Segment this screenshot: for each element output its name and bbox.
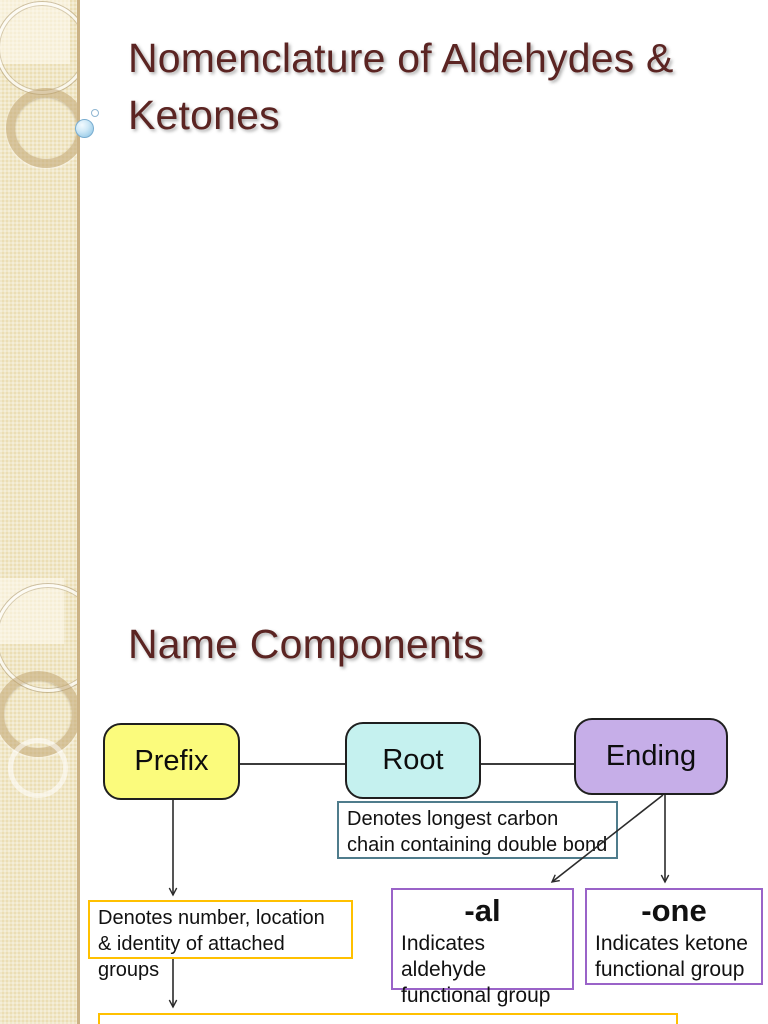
circle-ring-decoration <box>6 88 77 168</box>
sidebar-decoration <box>0 0 80 576</box>
node-ending-label: Ending <box>605 740 697 772</box>
circle-ring-decoration <box>8 738 68 798</box>
slide-1: Nomenclature of Aldehydes & Ketones <box>0 0 674 576</box>
suffix-al-term: -al <box>464 893 501 928</box>
root-note-box: Denotes longest carbon chain containing … <box>337 801 618 859</box>
sidebar-decoration <box>0 576 80 1024</box>
flowchart-node-root: Root <box>345 722 481 799</box>
slide-2: Name Components Prefix Root Ending Denot… <box>0 576 768 1024</box>
slide1-title: Nomenclature of Aldehydes & Ketones <box>128 35 674 138</box>
small-circle-icon <box>91 109 99 117</box>
suffix-one-term: -one <box>641 893 707 928</box>
blue-sphere-bullet-icon <box>75 119 94 138</box>
bottom-box-clipped <box>98 1013 678 1024</box>
suffix-one-description: Indicates ketone functional group <box>595 931 748 981</box>
suffix-al-box: -al Indicates aldehyde functional group <box>391 888 574 1007</box>
suffix-al-description: Indicates aldehyde functional group <box>401 931 551 1007</box>
suffix-one-box: -one Indicates ketone functional group <box>585 888 763 985</box>
flowchart-node-ending: Ending <box>574 718 728 795</box>
node-root-label: Root <box>382 744 444 776</box>
slide2-title: Name Components <box>128 621 485 667</box>
prefix-note-box: Denotes number, location & identity of a… <box>88 900 353 981</box>
circle-ring-decoration <box>0 2 77 94</box>
node-prefix-label: Prefix <box>134 745 209 777</box>
flowchart-node-prefix: Prefix <box>103 723 240 800</box>
